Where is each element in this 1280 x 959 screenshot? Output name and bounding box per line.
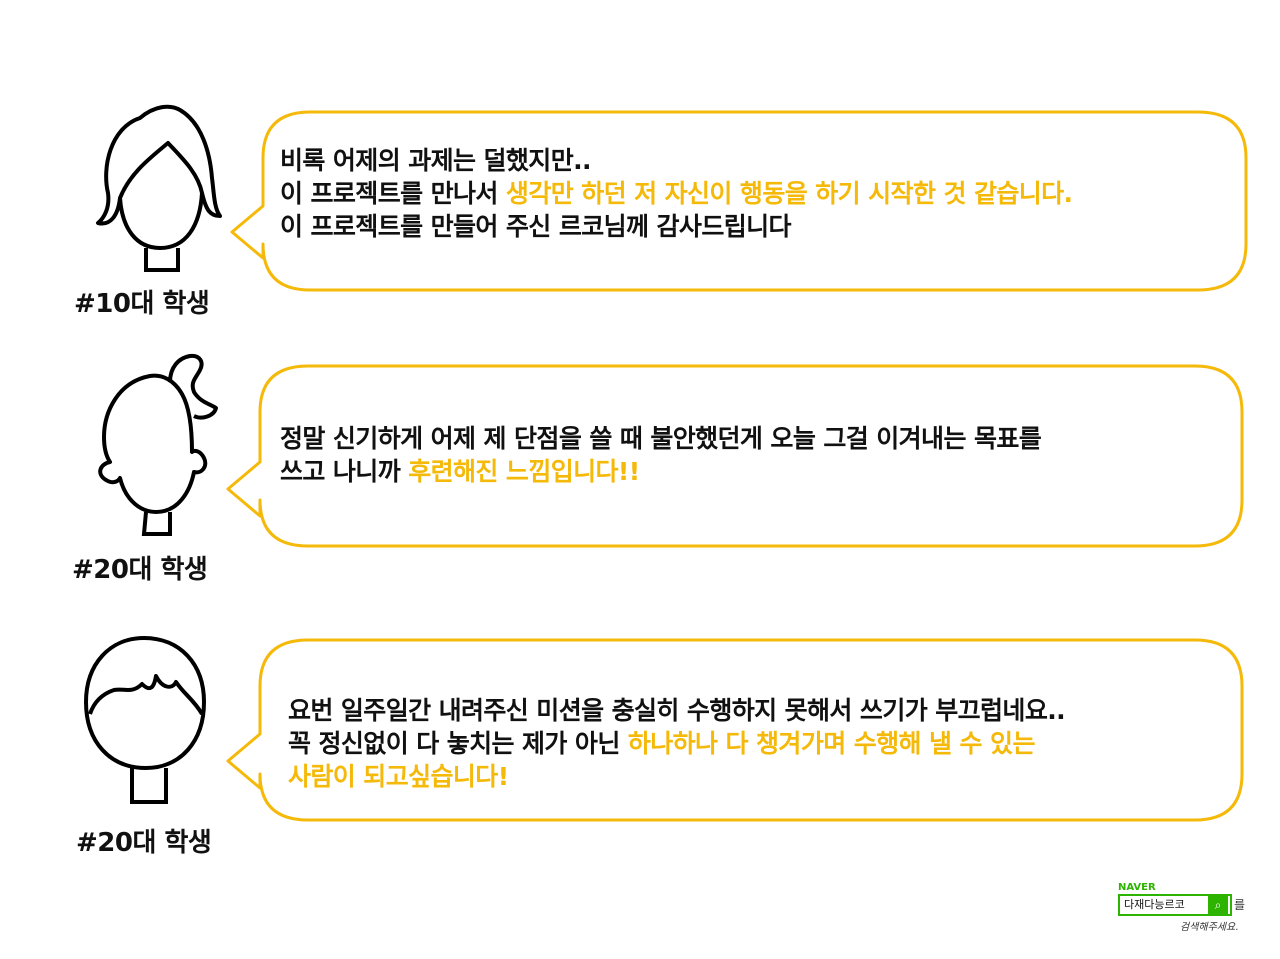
testimonial-line: 꼭 정신없이 다 놓치는 제가 아닌 하나하나 다 챙겨가며 수행해 낼 수 있… [288, 727, 1065, 760]
student-label-1: #10대 학생 [74, 289, 210, 319]
speech-bubble-3 [226, 638, 1244, 822]
logo-search-box: 다재다능르코 ⌕ [1118, 894, 1232, 916]
plain-text: 쓰고 나니까 [280, 457, 409, 486]
plain-text: 비록 어제의 과제는 덜했지만.. [280, 146, 592, 175]
plain-text: 이 프로젝트를 만나서 [280, 179, 506, 208]
naver-brand: NAVER [1118, 882, 1156, 893]
student-label-2: #20대 학생 [72, 555, 208, 585]
student-label-3: #20대 학생 [76, 828, 212, 858]
magnifier-icon: ⌕ [1208, 896, 1228, 914]
testimonial-line: 요번 일주일간 내려주신 미션을 충실히 수행하지 못해서 쓰기가 부끄럽네요.… [288, 694, 1066, 727]
naver-search-logo: NAVER 다재다능르코 ⌕ 를 검색해주세요. [1118, 882, 1248, 934]
logo-caption: 검색해주세요. [1180, 922, 1239, 933]
testimonial-line: 비록 어제의 과제는 덜했지만.. [280, 144, 1072, 177]
highlighted-text: 사람이 되고싶습니다! [288, 762, 509, 791]
student-face-2-icon [98, 353, 218, 536]
testimonial-line: 쓰고 나니까 후련해진 느낌입니다!! [280, 455, 1041, 488]
highlighted-text: 생각만 하던 저 자신이 행동을 하기 시작한 것 같습니다. [505, 179, 1073, 208]
testimonial-text-2: 정말 신기하게 어제 제 단점을 쓸 때 불안했던게 오늘 그걸 이겨내는 목표… [280, 422, 1042, 488]
highlighted-text: 하나하나 다 챙겨가며 수행해 낼 수 있는 [627, 729, 1036, 758]
testimonial-line: 정말 신기하게 어제 제 단점을 쓸 때 불안했던게 오늘 그걸 이겨내는 목표… [280, 422, 1042, 455]
highlighted-text: 후련해진 느낌입니다!! [408, 457, 640, 486]
testimonial-line: 이 프로젝트를 만나서 생각만 하던 저 자신이 행동을 하기 시작한 것 같습… [280, 177, 1073, 210]
student-face-1-icon [96, 104, 222, 272]
plain-text: 이 프로젝트를 만들어 주신 르코님께 감사드립니다 [280, 212, 792, 241]
speech-bubble-2 [226, 364, 1244, 548]
logo-search-text: 다재다능르코 [1124, 898, 1185, 911]
testimonial-text-3: 요번 일주일간 내려주신 미션을 충실히 수행하지 못해서 쓰기가 부끄럽네요.… [288, 694, 1066, 793]
testimonial-line: 이 프로젝트를 만들어 주신 르코님께 감사드립니다 [280, 210, 1072, 243]
testimonial-text-1: 비록 어제의 과제는 덜했지만..이 프로젝트를 만나서 생각만 하던 저 자신… [280, 144, 1073, 243]
testimonial-line: 사람이 되고싶습니다! [288, 760, 1065, 793]
speech-bubble-1 [230, 110, 1248, 292]
plain-text: 꼭 정신없이 다 놓치는 제가 아닌 [288, 729, 628, 758]
plain-text: 정말 신기하게 어제 제 단점을 쓸 때 불안했던게 오늘 그걸 이겨내는 목표… [280, 424, 1042, 453]
logo-side-text: 를 [1234, 898, 1246, 912]
plain-text: 요번 일주일간 내려주신 미션을 충실히 수행하지 못해서 쓰기가 부끄럽네요.… [288, 696, 1066, 725]
student-face-3-icon [83, 635, 207, 804]
